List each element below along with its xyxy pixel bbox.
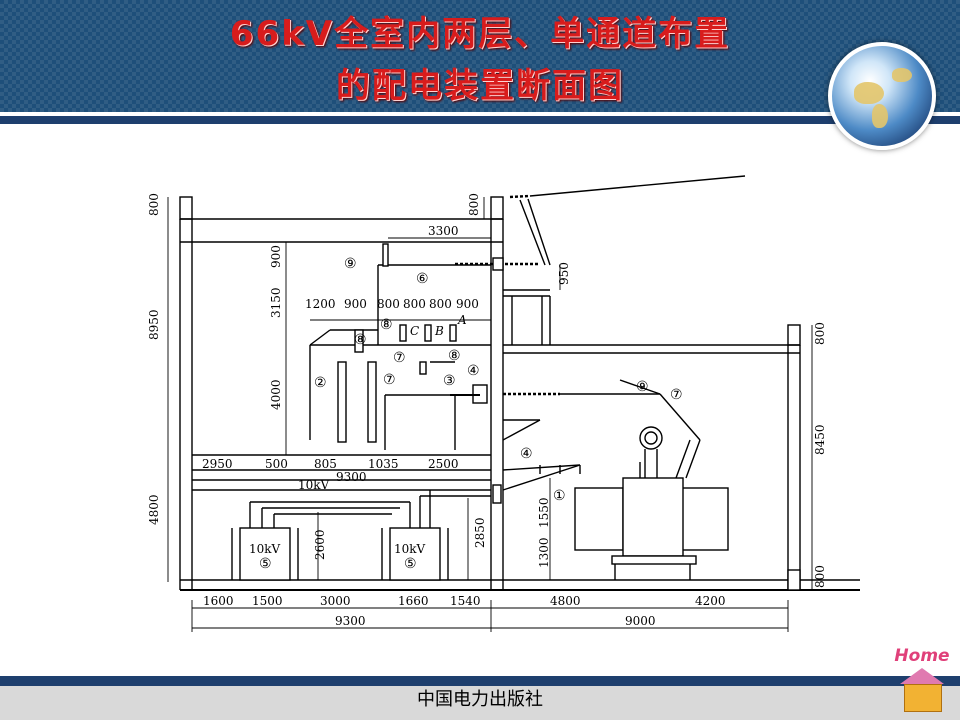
dim-label: 1550 [537,497,551,528]
dim-label: 800 [377,297,400,311]
voltage-label: 10kV [298,478,330,492]
marker-4: ④ [467,363,480,379]
dim-label: 8950 [147,309,161,340]
upper-equipment [309,175,746,450]
marker-2: ② [314,375,327,391]
marker-8: ⑧ [354,332,367,348]
brackets [502,419,581,491]
dim-label: 1200 [305,297,336,311]
header-divider [0,112,960,116]
dim-label: 900 [456,297,479,311]
marker-7: ⑦ [670,387,683,403]
marker-9: ⑨ [344,256,357,272]
dim-label: 9300 [336,470,367,484]
marker-1: ① [553,488,566,504]
lower-compartments [231,484,502,581]
dim-label: 4800 [147,494,161,525]
dim-label: 800 [467,193,481,216]
dim-label: 800 [813,565,827,588]
slide-header [0,0,960,122]
header-band [0,116,960,124]
dim-label: 9300 [335,614,366,628]
dim-label: 3300 [428,224,459,238]
home-button[interactable]: Home [892,646,952,716]
marker-5: ⑤ [404,556,417,572]
dim-label: 800 [813,322,827,345]
dim-label: 1500 [252,594,283,608]
voltage-label: 10kV [249,542,281,556]
marker-7: ⑦ [383,372,396,388]
home-label: Home [894,646,950,666]
dim-label: 900 [344,297,367,311]
dim-label: 900 [269,245,283,268]
marker-8: ⑧ [380,317,393,333]
footer [0,686,960,720]
dim-label: 800 [429,297,452,311]
dim-label: 4000 [269,379,283,410]
marker-7: ⑦ [393,350,406,366]
phase-label: A [457,313,467,327]
footer-band [0,676,960,686]
marker-4: ④ [520,446,533,462]
globe-icon [828,42,936,150]
outdoor-frame [503,289,801,591]
voltage-label: 10kV [394,542,426,556]
dim-label: 800 [403,297,426,311]
dimension-lines [167,197,813,632]
phase-label: B [434,324,444,338]
publisher-label: 中国电力出版社 [417,689,543,710]
phase-label: C [410,324,419,338]
dim-label: 500 [265,457,288,471]
dim-label: 950 [557,262,571,285]
dim-label: 4200 [695,594,726,608]
dim-label: 4800 [550,594,581,608]
marker-5: ⑤ [259,556,272,572]
marker-6: ⑥ [416,271,429,287]
dim-label: 8450 [813,424,827,455]
dim-label: 3150 [269,287,283,318]
power-transformer [560,379,729,580]
marker-9: ⑨ [636,379,649,395]
dim-label: 2850 [473,517,487,548]
marker-3: ③ [443,373,456,389]
slide-title-line1: 66kV全室内两层、单通道布置 [229,14,731,54]
building-frame [179,196,860,591]
dim-label: 1540 [450,594,481,608]
dim-label: 2500 [428,457,459,471]
dim-label: 9000 [625,614,656,628]
dim-label: 3000 [320,594,351,608]
house-icon [900,668,944,684]
dim-label: 2600 [313,529,327,560]
dim-label: 1300 [537,537,551,568]
dim-label: 2950 [202,457,233,471]
house-body [904,684,942,712]
dim-label: 800 [147,193,161,216]
marker-8: ⑧ [448,348,461,364]
dim-label: 805 [314,457,337,471]
dim-label: 1660 [398,594,429,608]
slide-title-line2: 的配电装置断面图 [336,66,624,106]
dim-label: 1035 [368,457,399,471]
dim-label: 1600 [203,594,234,608]
